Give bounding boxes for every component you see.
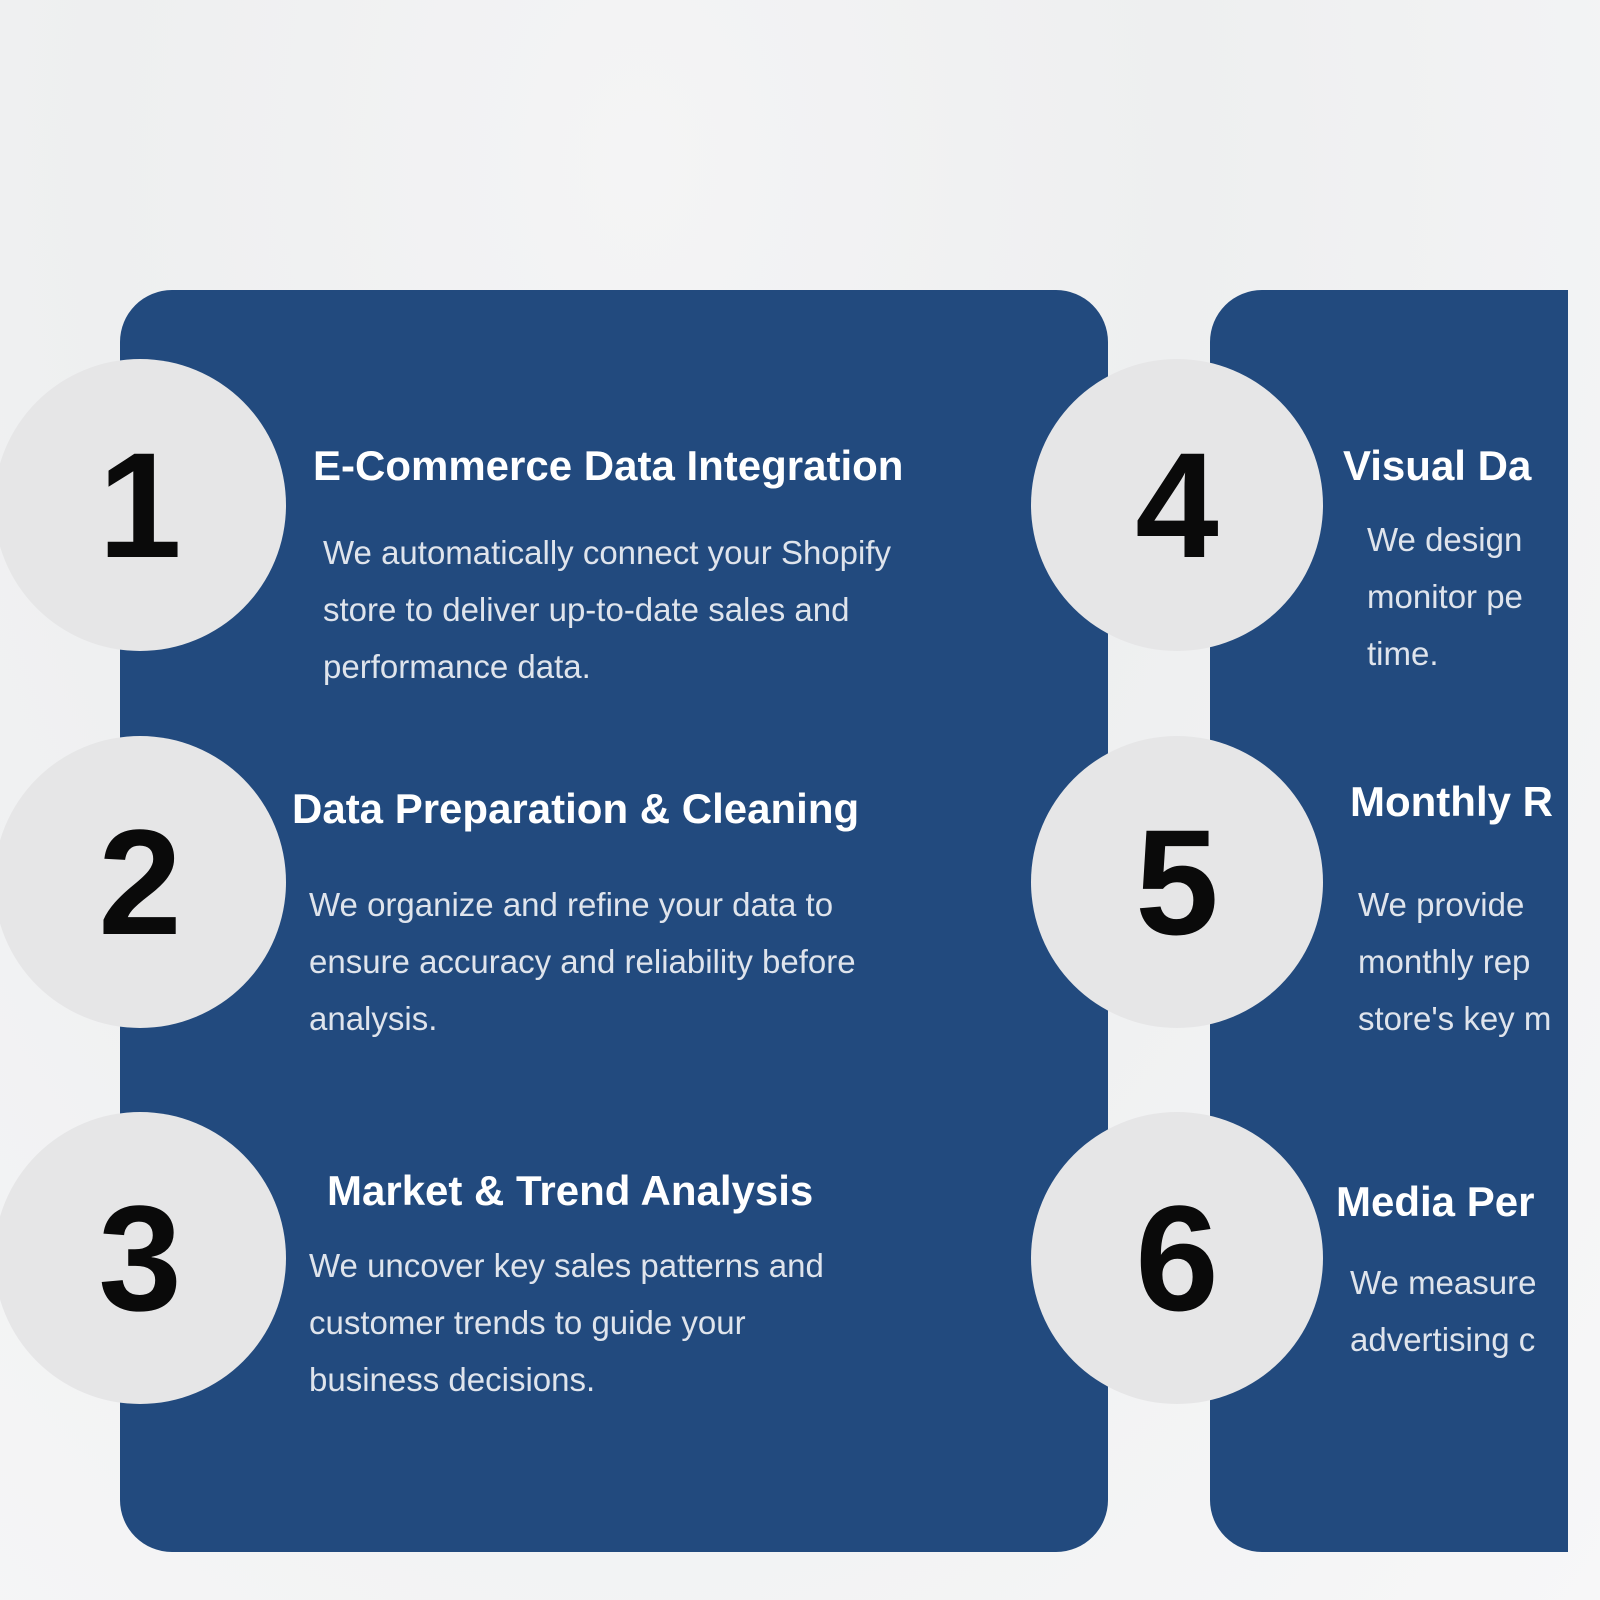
step-4-title: Visual Da <box>1343 442 1532 489</box>
step-5-description: We provide monthly rep store's key m <box>1358 886 1552 1037</box>
step-3-description: We uncover key sales patterns and custom… <box>309 1247 824 1398</box>
step-5-title: Monthly R <box>1350 778 1553 825</box>
step-2-description: We organize and refine your data to ensu… <box>309 886 856 1037</box>
step-6-title: Media Per <box>1336 1178 1535 1225</box>
step-6-number-badge: 6 <box>1031 1112 1323 1404</box>
step-5-number-badge: 5 <box>1031 736 1323 1028</box>
step-1-description: We automatically connect your Shopify st… <box>323 534 892 685</box>
step-3-title: Market & Trend Analysis <box>327 1167 814 1214</box>
step-4-number-badge: 4 <box>1031 359 1323 651</box>
step-4-description: We design monitor pe time. <box>1367 521 1523 672</box>
step-6-description: We measure advertising c <box>1350 1264 1537 1358</box>
step-2-title: Data Preparation & Cleaning <box>292 785 860 832</box>
step-1-number-badge: 1 <box>0 359 286 651</box>
step-3-number-badge: 3 <box>0 1112 286 1404</box>
step-1-title: E-Commerce Data Integration <box>313 442 904 489</box>
step-2-number-badge: 2 <box>0 736 286 1028</box>
